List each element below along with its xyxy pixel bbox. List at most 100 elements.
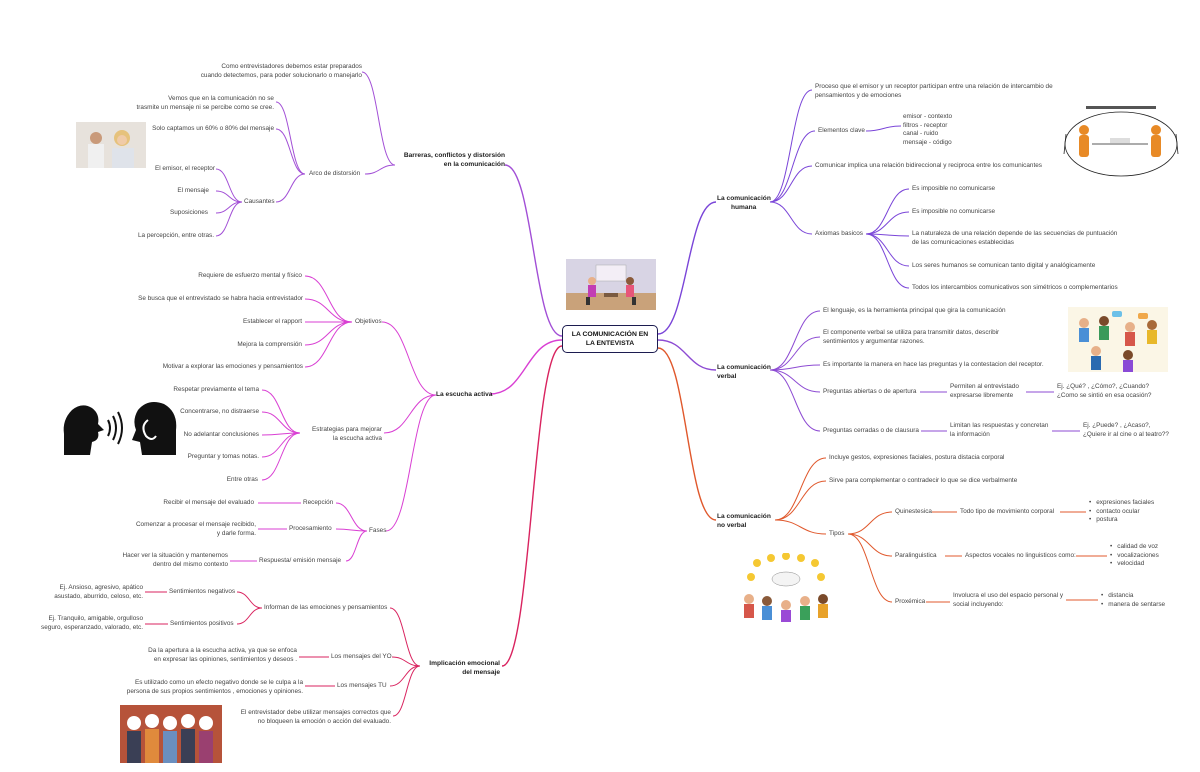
proxemica-node[interactable]: Proxémica — [895, 598, 926, 605]
link-escucha-fases — [385, 394, 437, 532]
objetivos-node[interactable]: Objetivos — [355, 318, 382, 325]
proxemica-desc[interactable]: Involucra el uso del espacio personal y … — [953, 592, 1063, 609]
link-barreras-arco — [364, 164, 396, 175]
interview-illustration — [566, 259, 656, 310]
branch-implicacion[interactable]: Implicación emocional del mensaje — [418, 660, 500, 677]
verbal-item-2[interactable]: El componente verbal se utiliza para tra… — [823, 329, 999, 346]
cerradas-desc-line2: la información — [950, 430, 990, 438]
axioma-5[interactable]: Todos los intercambios comunicativos son… — [912, 284, 1118, 291]
verbal-item-2-line1: El componente verbal se utiliza para tra… — [823, 329, 1000, 336]
branch-comunicacion-no-verbal[interactable]: La comunicación no verbal — [717, 513, 771, 530]
fases-node[interactable]: Fases — [369, 527, 387, 534]
abiertas-desc-line2: expresarse libremente — [950, 391, 1014, 399]
branch-comunicacion-humana[interactable]: La comunicación humana — [717, 195, 771, 212]
root-node[interactable]: LA COMUNICACIÓN EN LA ENTEVISTA — [562, 325, 658, 353]
recepcion-node[interactable]: Recepción — [303, 499, 334, 506]
causantes-node[interactable]: Causantes — [244, 198, 275, 205]
yo-item[interactable]: Da la apertura a la escucha activa, ya q… — [110, 647, 297, 664]
estrategia-1[interactable]: Respetar previamente el tema — [173, 386, 259, 393]
estrategia-4[interactable]: Preguntar y tomas notas. — [187, 453, 259, 460]
branch-comunicacion-verbal[interactable]: La comunicación verbal — [717, 364, 771, 381]
procesamiento-node[interactable]: Procesamiento — [289, 525, 332, 532]
branch-barreras[interactable]: Barreras, conflictos y distorsión en la … — [390, 152, 505, 169]
causante-3[interactable]: Suposiciones — [169, 209, 208, 216]
objetivo-3[interactable]: Establecer el rapport — [243, 318, 302, 325]
arco-distorsion[interactable]: Arco de distorsión — [309, 170, 361, 177]
cerradas-ejemplo[interactable]: Ej. ¿Puede? , ¿Acaso?, ¿Quiere ir al cin… — [1083, 422, 1169, 439]
quinesica-item-3: postura — [1089, 516, 1154, 525]
tipos-node[interactable]: Tipos — [829, 530, 845, 537]
elementos-list[interactable]: emisor - contexto filtros - receptor can… — [903, 113, 952, 147]
estrategia-3[interactable]: No adelantar conclusiones — [183, 431, 259, 438]
verbal-item-1[interactable]: El lenguaje, es la herramienta principal… — [823, 307, 1006, 314]
positivos-item[interactable]: Ej. Tranquilo, amigable, orgulloso segur… — [30, 615, 143, 632]
implicacion-final[interactable]: El entrevistador debe utilizar mensajes … — [210, 709, 391, 726]
axioma-1[interactable]: Es imposible no comunicarse — [912, 185, 996, 192]
axiomas-basicos[interactable]: Axiomas basicos — [815, 230, 863, 237]
objetivo-2[interactable]: Se busca que el entrevistado se habra ha… — [138, 295, 303, 302]
abiertas-ejemplo[interactable]: Ej. ¿Qué? , ¿Cómo?, ¿Cuando? ¿Como se si… — [1057, 383, 1152, 400]
implicacion-title-line1: Implicación emocional — [429, 660, 500, 667]
humana-def-line2: pensamientos y de emociones — [815, 91, 902, 99]
quinesica-desc[interactable]: Todo tipo de movimiento corporal — [960, 508, 1055, 515]
verbal-title-line2: verbal — [717, 372, 737, 380]
noverbal-item-2[interactable]: Sirve para complementar o contradecir lo… — [829, 477, 1018, 484]
procesamiento-item[interactable]: Comenzar a procesar el mensaje recibido,… — [120, 521, 256, 538]
elemento-4: mensaje - código — [903, 138, 952, 146]
branch-escucha-activa[interactable]: La escucha activa — [436, 391, 493, 398]
arco-item-2[interactable]: Solo captamos un 60% o 80% del mensaje — [152, 125, 274, 132]
causante-2[interactable]: El mensaje — [177, 187, 209, 194]
positivos-line2: seguro, esperanzado, valorado, etc. — [41, 623, 143, 631]
estrategia-2[interactable]: Concentrarse, no distraerse — [180, 408, 259, 415]
respuesta-item-line2: dentro del mismo contexto — [153, 560, 228, 568]
sentimientos-negativos[interactable]: Sentimientos negativos — [169, 588, 236, 595]
root-title-line2: LA ENTEVISTA — [585, 340, 635, 347]
preguntas-cerradas[interactable]: Preguntas cerradas o de clausura — [823, 427, 919, 434]
recepcion-item[interactable]: Recibir el mensaje del evaluado — [163, 499, 254, 506]
causante-4[interactable]: La percepción, entre otras. — [137, 232, 214, 239]
negativos-item[interactable]: Ej. Ansioso, agresivo, apático asustado,… — [40, 584, 143, 601]
quinesica-node[interactable]: Quinestesica — [895, 508, 932, 515]
objetivo-1[interactable]: Requiere de esfuerzo mental y físico — [198, 272, 302, 279]
axioma-3[interactable]: La naturaleza de una relación depende de… — [912, 230, 1117, 247]
estrategias-node[interactable]: Estrategias para mejorar la escucha acti… — [300, 426, 382, 443]
cerradas-desc[interactable]: Limitan las respuestas y concretan la in… — [950, 422, 1048, 439]
link-axioma-3 — [865, 233, 910, 237]
estrategia-5[interactable]: Entre otras — [226, 476, 258, 483]
objetivo-4[interactable]: Mejora la comprensión — [237, 341, 302, 348]
link-objetivo-1 — [304, 275, 353, 323]
arco-item-1[interactable]: Vemos que en la comunicación no se trasm… — [100, 95, 274, 112]
sentimientos-positivos[interactable]: Sentimientos positivos — [170, 620, 234, 627]
humana-def-line1: Proceso que el emisor y un receptor part… — [815, 83, 1053, 90]
estrategias-line2: la escucha activa — [332, 434, 382, 442]
abiertas-desc[interactable]: Permiten al entrevistado expresarse libr… — [950, 383, 1019, 400]
link-tipos-paralinguistica — [847, 533, 893, 557]
link-impl-informan — [389, 607, 421, 667]
barreras-note[interactable]: Como entrevistadores debemos estar prepa… — [170, 63, 362, 80]
objetivo-5[interactable]: Motivar a explorar las emociones y pensa… — [162, 363, 303, 370]
causante-1[interactable]: El emisor, el receptor — [154, 165, 215, 172]
noverbal-item-1[interactable]: Incluye gestos, expresiones faciales, po… — [829, 454, 1005, 461]
bidireccional[interactable]: Comunicar implica una relación bidirecci… — [815, 162, 1042, 169]
mensajes-tu[interactable]: Los mensajes TU — [337, 682, 387, 689]
mensajes-yo[interactable]: Los mensajes del YO — [331, 653, 392, 660]
link-impl-tu — [389, 665, 421, 687]
paralinguistica-desc[interactable]: Aspectos vocales no linguisticos como: — [965, 552, 1076, 559]
elementos-clave[interactable]: Elementos clave — [818, 127, 865, 134]
link-axioma-2 — [865, 211, 910, 235]
paralinguistica-node[interactable]: Paralinguistica — [895, 552, 937, 559]
preguntas-abiertas[interactable]: Preguntas abiertas o de apertura — [823, 388, 917, 395]
respuesta-node[interactable]: Respuesta/ emisión mensaje — [259, 557, 342, 564]
tu-item[interactable]: Es utilizado como un efecto negativo don… — [100, 679, 303, 696]
axioma-4[interactable]: Los seres humanos se comunican tanto dig… — [912, 262, 1096, 269]
respuesta-item[interactable]: Hacer ver la situación y mantenernos den… — [110, 552, 229, 569]
humana-definicion[interactable]: Proceso que el emisor y un receptor part… — [815, 83, 1053, 100]
link-noverbal-item1 — [774, 457, 827, 521]
informan-node[interactable]: Informan de las emociones y pensamientos — [264, 604, 388, 611]
axioma-2[interactable]: Es imposible no comunicarse — [912, 208, 996, 215]
verbal-item-3[interactable]: Es importante la manera en hace las preg… — [823, 361, 1044, 368]
link-estrategia-2 — [261, 411, 301, 434]
link-causante-2 — [215, 190, 243, 203]
link-noverbal-tipos — [774, 519, 827, 535]
yo-line1: Da la apertura a la escucha activa, ya q… — [148, 647, 297, 654]
